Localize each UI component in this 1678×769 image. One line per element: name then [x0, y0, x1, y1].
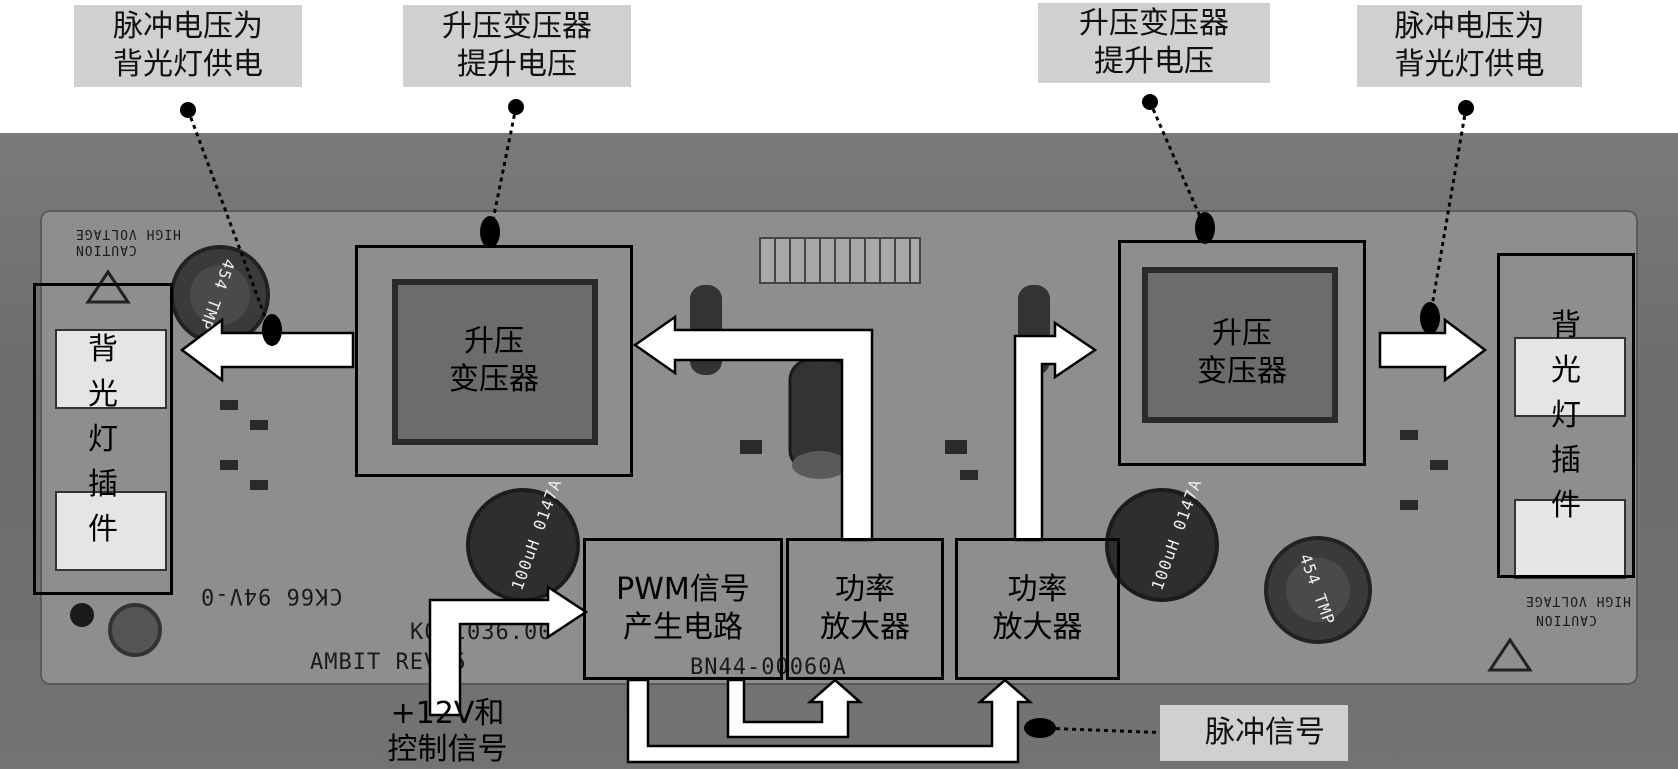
arrow-left-output	[179, 317, 355, 383]
callout-left-transformer: 升压变压器 提升电压	[403, 5, 631, 87]
right-power-amplifier-box: 功率 放大器	[955, 538, 1120, 680]
arrow-amp-left-to-transformer	[632, 314, 874, 542]
left-backlight-socket-label: 背 光 灯 插 件	[88, 331, 118, 547]
right-transformer-label-line2: 变压器	[1197, 354, 1287, 389]
left-transformer-label-line1: 升压	[464, 324, 524, 359]
left-transformer-label-line2: 变压器	[449, 362, 539, 397]
callout-pulse-signal: 脉冲信号	[1160, 705, 1348, 761]
amp-left-label-line2: 放大器	[820, 610, 910, 645]
amp-left-label-line1: 功率	[835, 572, 895, 607]
arrow-amp-right-to-transformer	[1013, 320, 1098, 542]
silk-model: BN44-00060A	[690, 655, 847, 680]
right-backlight-socket-label: 背 光 灯 插 件	[1551, 308, 1581, 523]
callout-right-transformer: 升压变压器 提升电压	[1038, 3, 1270, 83]
callout-right-pulse-voltage: 脉冲电压为 背光灯供电	[1357, 5, 1582, 87]
input-12v-control-label: +12V和 控制信号	[387, 696, 508, 767]
right-backlight-socket-box: 背 光 灯 插 件	[1497, 253, 1635, 578]
arrow-input-to-pwm	[428, 584, 589, 717]
callout-left-pulse-voltage: 脉冲电压为 背光灯供电	[74, 5, 302, 87]
pwm-label-line1: PWM信号	[616, 572, 750, 607]
arrow-pwm-to-amp-left	[726, 678, 864, 739]
amp-right-label-line1: 功率	[1007, 572, 1068, 607]
right-transformer-label-line1: 升压	[1212, 316, 1272, 351]
pwm-label-line2: 产生电路	[623, 610, 743, 645]
arrow-pwm-to-amp-right	[626, 678, 1034, 764]
amp-right-label-line2: 放大器	[992, 610, 1083, 645]
left-step-up-transformer-box: 升压 变压器	[355, 245, 633, 477]
pwm-generator-box: PWM信号 产生电路	[583, 538, 783, 680]
arrow-right-output	[1378, 317, 1488, 383]
left-backlight-socket-box: 背 光 灯 插 件	[33, 283, 173, 595]
right-step-up-transformer-box: 升压 变压器	[1118, 240, 1366, 466]
left-power-amplifier-box: 功率 放大器	[786, 538, 944, 680]
